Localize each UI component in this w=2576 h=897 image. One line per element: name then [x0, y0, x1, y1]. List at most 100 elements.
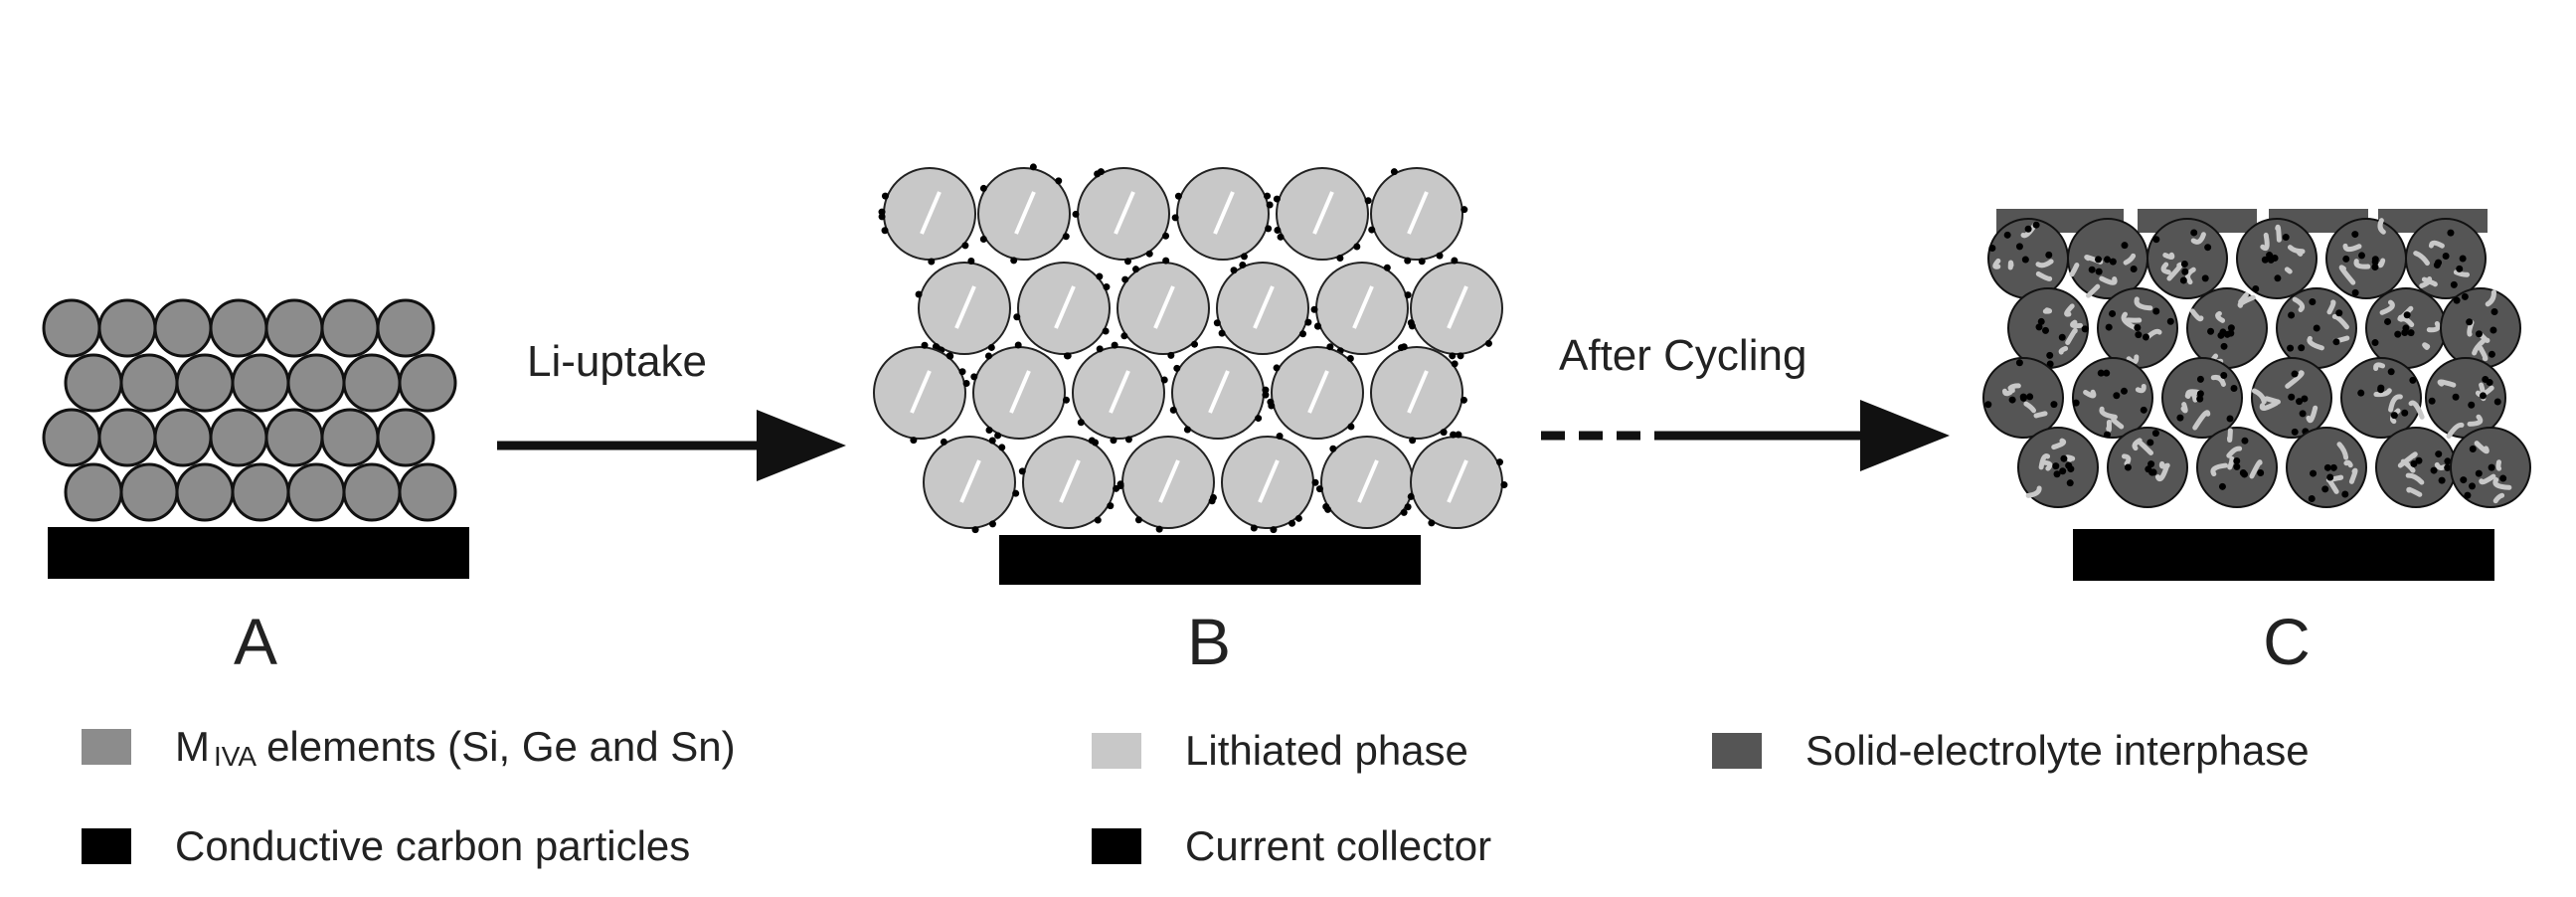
carbon-particle — [1404, 257, 1412, 265]
carbon-particle — [2088, 266, 2096, 273]
carbon-particle — [2488, 350, 2495, 358]
lithiated-fragment — [2343, 459, 2353, 468]
lithiated-fragment — [2025, 485, 2042, 498]
lithiated-fragment — [2122, 453, 2132, 466]
carbon-particle — [1183, 426, 1191, 434]
carbon-particle — [2266, 252, 2274, 260]
carbon-particle — [979, 184, 987, 192]
carbon-particle — [1310, 305, 1318, 313]
carbon-particle — [1329, 445, 1337, 452]
carbon-particle — [2479, 392, 2487, 400]
carbon-particle — [2371, 264, 2379, 271]
lithiated-fragment — [2134, 296, 2153, 311]
miva-particle — [153, 298, 213, 358]
carbon-particle — [1407, 492, 1415, 500]
lithiated-fragment — [2259, 400, 2279, 412]
lithiated-fragment — [2292, 296, 2306, 312]
carbon-particle — [2493, 398, 2501, 406]
carbon-particle — [1155, 525, 1163, 533]
lithiated-fragment — [2009, 384, 2015, 394]
lithiated-fragment — [2474, 441, 2490, 454]
carbon-particle — [1455, 431, 1462, 439]
carbon-particle — [1451, 257, 1459, 265]
legend-label-miva-rest: elements (Si, Ge and Sn) — [266, 723, 736, 770]
carbon-particle — [2095, 268, 2103, 275]
miva-particle — [97, 298, 157, 358]
carbon-particle — [1171, 214, 1179, 222]
lithiated-fragment — [2326, 478, 2339, 494]
carbon-particle — [2151, 430, 2159, 438]
lithiated-fragment — [2437, 379, 2457, 388]
carbon-particle — [1160, 376, 1168, 384]
lithiated-fragment — [2421, 276, 2438, 287]
carbon-particle — [979, 236, 987, 244]
carbon-particle — [2207, 327, 2215, 335]
carbon-particle — [878, 208, 886, 216]
carbon-particle — [994, 432, 1002, 440]
carbon-particle — [2442, 252, 2450, 260]
carbon-particle — [1029, 163, 1037, 171]
carbon-particle — [2433, 261, 2441, 269]
lithiated-fragment — [2237, 294, 2256, 308]
carbon-particle — [2037, 317, 2045, 325]
lithiated-fragment — [2126, 354, 2140, 365]
legend-item-carbon: Conductive carbon particles — [82, 821, 690, 871]
lithiated-fragment — [2166, 262, 2183, 281]
lithiated-fragment — [2123, 253, 2137, 266]
carbon-particle — [2052, 462, 2060, 470]
particle-crack — [1153, 285, 1175, 329]
carbon-particle — [987, 343, 995, 351]
carbon-particle — [1162, 232, 1170, 240]
carbon-particle — [2147, 439, 2154, 447]
particle-crack — [1312, 191, 1334, 235]
carbon-particle — [1364, 197, 1372, 205]
carbon-particle — [2072, 399, 2080, 407]
carbon-particle — [1368, 226, 1376, 234]
carbon-particle — [2233, 462, 2241, 470]
carbon-particle — [2003, 231, 2011, 239]
carbon-particle — [2045, 251, 2053, 259]
miva-particle — [175, 353, 235, 413]
carbon-particle — [1495, 458, 1503, 466]
carbon-particle — [2291, 370, 2299, 378]
carbon-particle — [2121, 242, 2129, 250]
carbon-particle — [1167, 351, 1175, 359]
carbon-particle — [1120, 332, 1128, 340]
lithiated-fragment — [2185, 267, 2196, 285]
carbon-particle — [2288, 311, 2296, 319]
carbon-particle — [1400, 508, 1408, 516]
carbon-particle — [2257, 468, 2265, 476]
lithiated-fragment — [2210, 462, 2228, 477]
carbon-particle — [2015, 243, 2023, 251]
lithiated-fragment — [2306, 405, 2318, 424]
carbon-particle — [1012, 489, 1020, 497]
carbon-particle — [2066, 479, 2074, 487]
lithiated-fragment — [2353, 259, 2371, 269]
miva-particle — [264, 408, 324, 467]
particle-crack — [1114, 191, 1135, 235]
carbon-particle — [1240, 253, 1248, 261]
carbon-particle — [1418, 258, 1426, 266]
carbon-particle — [2274, 274, 2282, 282]
carbon-particle — [2351, 231, 2359, 239]
legend-swatch-carbon — [82, 828, 131, 864]
panel-b — [873, 163, 1508, 585]
sei-coated-particle — [2072, 357, 2153, 439]
particle-crack — [1407, 370, 1429, 414]
carbon-particle — [2475, 330, 2483, 338]
miva-particle — [209, 408, 268, 467]
carbon-particle — [2329, 463, 2337, 471]
carbon-particle — [2299, 410, 2307, 418]
carbon-particle — [2241, 470, 2249, 478]
carbon-particle — [2321, 485, 2329, 493]
lithiated-fragment — [2099, 275, 2118, 285]
carbon-particle — [1102, 327, 1110, 335]
lithiated-fragment — [2190, 232, 2206, 245]
carbon-particle — [2113, 392, 2121, 400]
carbon-particle — [1500, 481, 1508, 489]
lithiated-fragment — [2285, 370, 2305, 389]
carbon-particle — [2428, 397, 2436, 405]
carbon-particle — [2459, 255, 2467, 263]
legend-swatch-miva — [82, 729, 131, 765]
